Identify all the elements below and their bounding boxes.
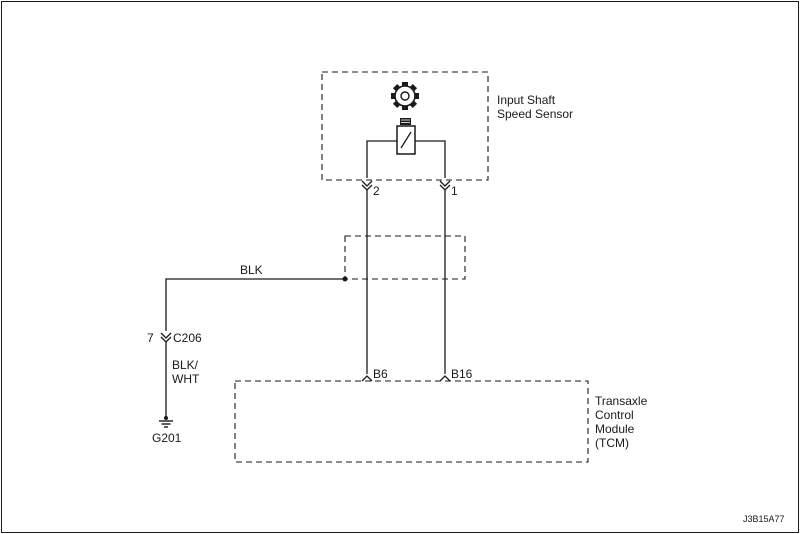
gear-icon [391,82,419,110]
ground-label: G201 [152,431,182,445]
tcm-pin-b6-connector-icon [361,375,373,382]
sensor-name-line-2: Speed Sensor [497,107,573,121]
sensor-pin-1-label: 1 [451,184,458,198]
shield-enclosure [344,235,466,280]
sensor-enclosure [321,71,489,181]
splice-dot [342,276,348,282]
sensor-lead-pin-1 [415,140,446,178]
tcm-name-line-3: Module [595,422,635,436]
figure-id: J3B15A77 [743,514,785,524]
tcm-enclosure [234,380,589,463]
sensor-pin-2-connector-icon [361,180,373,191]
tcm-pin-b16-connector-icon [439,375,451,382]
sensor-pin-2-label: 2 [373,184,380,198]
tcm-pin-b6-label: B6 [373,367,388,381]
sensor-name-line-1: Input Shaft [497,93,556,107]
ground-icon [159,416,173,428]
wire-blk [165,278,345,331]
tcm-name-line-4: (TCM) [595,436,629,450]
c206-name-label: C206 [173,331,202,345]
tcm-pin-b16-label: B16 [451,367,473,381]
wire-blk-wht-label-line-2: WHT [172,372,200,386]
tcm-name-line-1: Transaxle [595,394,648,408]
c206-pin-label: 7 [147,331,154,345]
sensor-pickup-icon [396,118,416,155]
tcm-name-line-2: Control [595,408,634,422]
c206-connector-icon [160,332,172,343]
sensor-pin-1-connector-icon [439,180,451,191]
sensor-lead-pin-2 [366,140,397,178]
wire-blk-wht-label-line-1: BLK/ [172,358,199,372]
wire-blk-label: BLK [240,263,263,277]
